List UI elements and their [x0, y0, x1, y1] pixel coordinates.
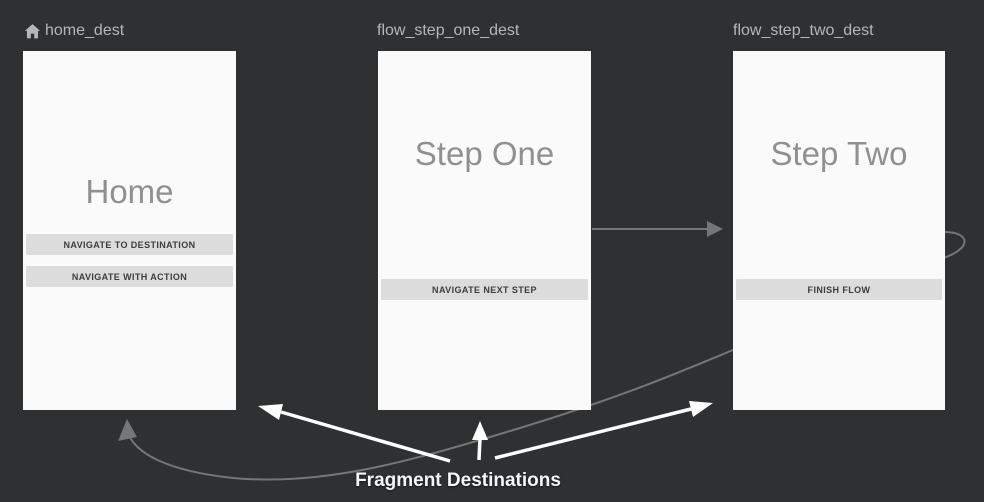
- annotation-arrow-to-home-dest: [258, 404, 451, 463]
- destination-label-text: flow_step_one_dest: [377, 22, 520, 39]
- fragment-title: Step One: [414, 135, 555, 172]
- destination-preview-flow-step-one-dest[interactable]: Step One NAVIGATE NEXT STEP: [378, 51, 591, 410]
- annotation-caption: Fragment Destinations: [355, 470, 561, 491]
- navigate-to-destination-button[interactable]: NAVIGATE TO DESTINATION: [26, 234, 233, 255]
- arrowhead-right-icon: [707, 221, 723, 237]
- navigate-next-step-button[interactable]: NAVIGATE NEXT STEP: [381, 279, 588, 300]
- navigate-with-action-button[interactable]: NAVIGATE WITH ACTION: [26, 266, 233, 287]
- destination-label-text: home_dest: [45, 22, 125, 39]
- arrowhead-upright-icon: [689, 401, 713, 417]
- home-icon: [24, 23, 41, 40]
- destination-label-flow-step-two-dest[interactable]: flow_step_two_dest: [733, 21, 874, 41]
- arrowhead-upleft-icon: [258, 404, 283, 420]
- finish-flow-button[interactable]: FINISH FLOW: [736, 279, 942, 300]
- arrowhead-up-icon: [472, 421, 488, 440]
- destination-preview-flow-step-two-dest[interactable]: Step Two FINISH FLOW: [733, 51, 945, 410]
- destination-preview-home-dest[interactable]: Home NAVIGATE TO DESTINATION NAVIGATE WI…: [23, 51, 236, 410]
- fragment-title: Step Two: [770, 135, 908, 172]
- annotation-arrow-to-flow-step-one-dest: [472, 421, 488, 461]
- annotation-arrow-to-flow-step-two-dest: [494, 401, 713, 460]
- arrowhead-up-icon: [118, 419, 137, 441]
- destination-label-home-dest[interactable]: home_dest: [24, 21, 124, 41]
- action-arrow-step-one-to-step-two[interactable]: [592, 221, 723, 237]
- fragment-title: Home: [85, 173, 174, 210]
- destination-label-flow-step-one-dest[interactable]: flow_step_one_dest: [377, 21, 519, 41]
- destination-label-text: flow_step_two_dest: [733, 22, 874, 39]
